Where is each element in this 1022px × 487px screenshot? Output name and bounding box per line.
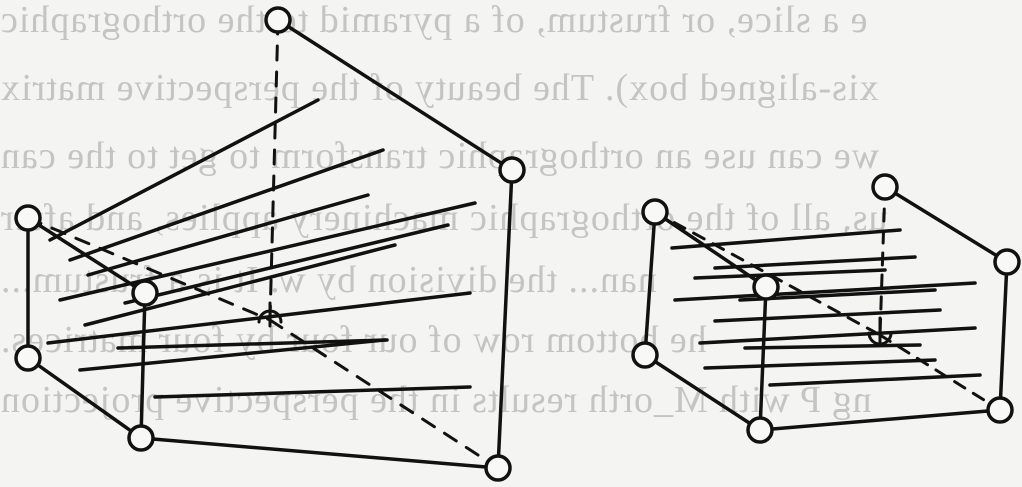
frustum-line: [78, 338, 387, 372]
frustum-line: [86, 193, 370, 277]
frustum-vertex: [14, 204, 42, 232]
frustum-line: [48, 98, 320, 242]
box-vertex: [641, 198, 669, 226]
box-line: [703, 358, 937, 370]
box-line: [693, 268, 887, 280]
box-vertex: [871, 173, 899, 201]
box-edge: [883, 185, 1009, 264]
box-line: [670, 228, 902, 250]
frustum-edge: [26, 356, 143, 440]
box-edges: [643, 185, 1009, 432]
box-vertices: [631, 173, 1021, 444]
box-line: [713, 255, 917, 270]
eye-symbol: [257, 301, 283, 328]
frustum-vertex: [14, 344, 42, 372]
box-edge: [758, 408, 1002, 432]
frustum-line: [116, 338, 389, 350]
box-hidden-edge-bottom: [878, 333, 1002, 412]
box-eye-symbol: [867, 316, 893, 346]
frustum-hidden-edges: [26, 18, 500, 470]
frustum-edge: [496, 168, 514, 470]
frustum-line: [123, 223, 450, 305]
box-vertex: [986, 396, 1014, 424]
box-vertex: [631, 341, 659, 369]
box-line: [713, 308, 942, 323]
frustum-line: [83, 243, 397, 327]
box-interior-lines: [670, 228, 982, 387]
frustum-line: [153, 385, 472, 399]
box-edge: [643, 210, 657, 357]
frustum-vertex: [484, 454, 512, 482]
frustum-vertex: [127, 424, 155, 452]
box-vertex: [993, 248, 1021, 276]
frustum-vertex: [131, 279, 159, 307]
box-hidden-edges: [653, 185, 1002, 412]
frustum-vertex: [498, 156, 526, 184]
box-vertex: [746, 416, 774, 444]
frustum-edge: [139, 436, 500, 470]
view-frustum: [14, 6, 526, 482]
canonical-box: [631, 173, 1021, 444]
box-eye-symbol-arc: [867, 331, 893, 346]
box-vertex: [752, 273, 780, 301]
frustum-interior-lines: [46, 98, 477, 399]
frustum-line: [68, 148, 385, 262]
frustum-hidden-edge-near: [26, 216, 272, 322]
box-hidden-edge-vertical: [878, 185, 887, 337]
box-line: [768, 373, 982, 387]
box-hidden-edge-near: [653, 210, 882, 337]
frustum-vertex: [264, 6, 292, 34]
box-edge: [643, 353, 762, 432]
box-line: [673, 281, 977, 302]
frustum-vertices: [14, 6, 526, 482]
frustum-hidden-edge-bottom: [268, 318, 500, 470]
frustum-edge: [276, 18, 514, 172]
box-edge: [758, 285, 768, 432]
frustum-line: [58, 201, 477, 302]
frustum-edges: [26, 18, 514, 470]
box-edge: [998, 260, 1009, 412]
box-line: [743, 343, 922, 350]
box-line: [698, 326, 977, 345]
